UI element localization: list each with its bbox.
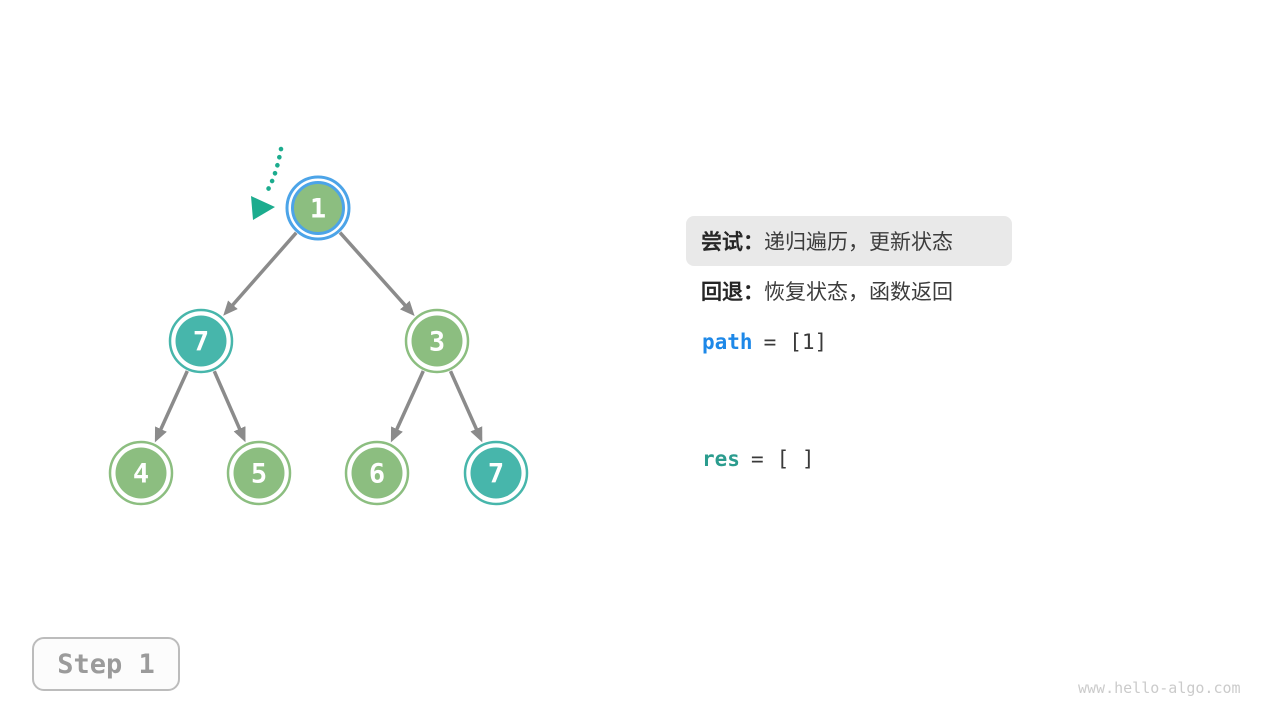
tree-node: 7 xyxy=(463,440,529,506)
tree-node: 6 xyxy=(344,440,410,506)
backtrack-text: 恢复状态，函数返回 xyxy=(764,281,953,304)
tree-node: 4 xyxy=(108,440,174,506)
backtrack-status: 回退：恢复状态，函数返回 xyxy=(686,266,968,316)
path-value: [1] xyxy=(789,330,828,354)
tree-node-label: 6 xyxy=(369,459,385,490)
tree-node-label: 5 xyxy=(251,459,267,490)
tree-edges xyxy=(154,231,483,443)
res-var-name: res xyxy=(702,447,740,471)
backtrack-label: 回退： xyxy=(701,281,764,304)
path-variable-line: path = [1] xyxy=(702,330,827,358)
tree-node-circle xyxy=(470,447,522,499)
tree-edge xyxy=(390,370,425,443)
tree-node-circle xyxy=(291,181,345,235)
tree-node-label: 7 xyxy=(193,327,209,358)
tree-edge xyxy=(223,231,298,316)
tree-node-label: 4 xyxy=(133,459,149,490)
try-label: 尝试： xyxy=(701,231,764,254)
tree-edge xyxy=(154,370,189,443)
tree-edge xyxy=(448,370,483,443)
tree-node-label: 3 xyxy=(429,327,445,358)
watermark: www.hello-algo.com xyxy=(1078,679,1241,697)
tree-node-circle xyxy=(233,447,285,499)
tree-edge xyxy=(212,370,246,443)
tree-nodes: 1 7 3 4 5 6 7 xyxy=(108,175,529,506)
path-equals-sign: = xyxy=(763,330,777,354)
pointer-dotted-curve xyxy=(263,146,284,196)
tree-node-circle xyxy=(115,447,167,499)
res-value: [ ] xyxy=(776,447,815,471)
pointer-arrowhead-icon xyxy=(251,196,275,220)
tree-node: 3 xyxy=(404,308,470,374)
tree-node-current: 1 xyxy=(285,175,351,241)
try-text: 递归遍历，更新状态 xyxy=(764,231,953,254)
tree-edge xyxy=(338,231,415,316)
tree-node-circle xyxy=(411,315,463,367)
tree-node-circle xyxy=(351,447,403,499)
res-equals-sign: = xyxy=(750,447,764,471)
step-badge: Step 1 xyxy=(32,637,180,691)
tree-node-label: 1 xyxy=(310,194,326,225)
tree-node: 5 xyxy=(226,440,292,506)
path-var-name: path xyxy=(702,330,753,354)
tree-node: 7 xyxy=(168,308,234,374)
current-node-pointer xyxy=(251,146,284,220)
tree-node-label: 7 xyxy=(488,459,504,490)
try-status-highlight: 尝试：递归遍历，更新状态 xyxy=(686,216,1012,266)
res-variable-line: res = [ ] xyxy=(702,447,815,475)
tree-node-circle xyxy=(175,315,227,367)
